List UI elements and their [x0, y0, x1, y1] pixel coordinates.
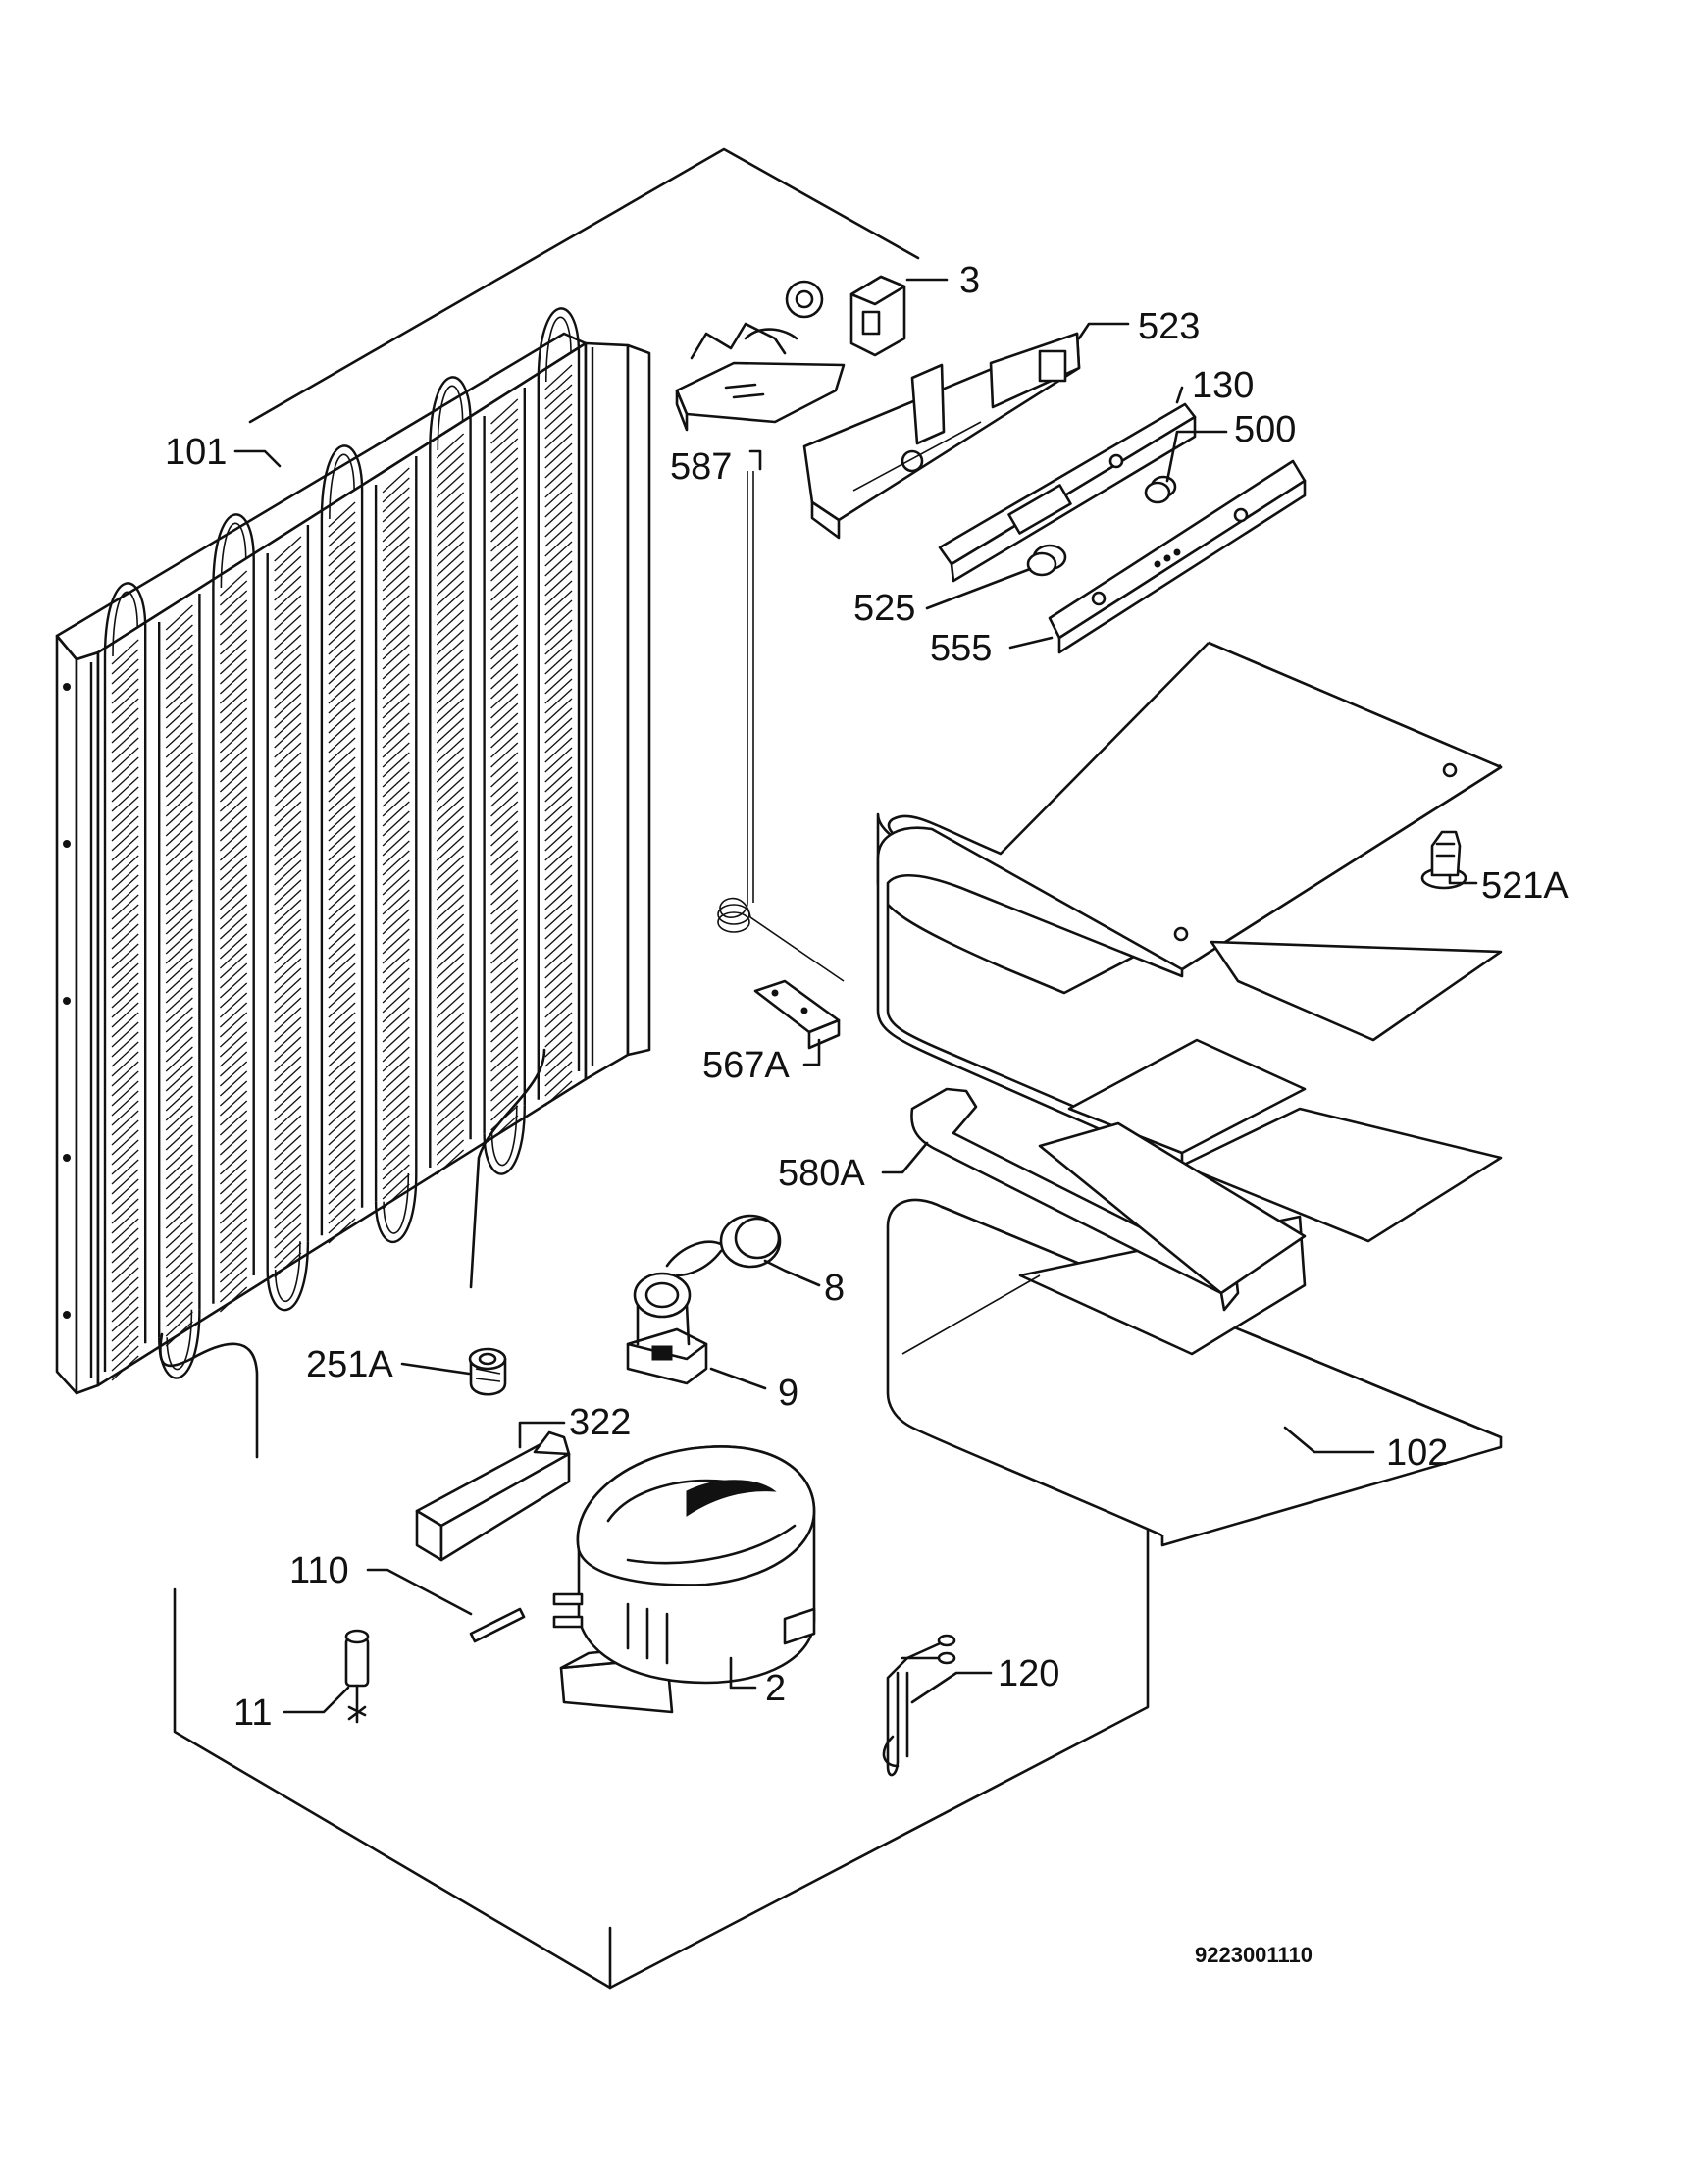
label-580a: 580A [778, 1153, 865, 1194]
clip [1420, 830, 1467, 890]
label-8: 8 [824, 1268, 845, 1309]
switch [850, 275, 906, 357]
thermostat [675, 280, 846, 432]
label-102: 102 [1386, 1432, 1448, 1474]
shelf-rail [910, 1087, 1307, 1312]
capillary-assembly [882, 1634, 956, 1777]
mounting-bracket [415, 1430, 571, 1562]
capillary-tube [719, 471, 845, 982]
label-3: 3 [959, 260, 980, 301]
label-500: 500 [1234, 409, 1296, 450]
leader-lines [233, 278, 1478, 1714]
control-panel [938, 402, 1197, 583]
label-9: 9 [778, 1373, 798, 1414]
label-110: 110 [289, 1550, 349, 1591]
capillary-coil [717, 904, 750, 933]
label-120: 120 [998, 1653, 1059, 1694]
knob [1144, 475, 1177, 504]
condenser-tubes [89, 307, 594, 1379]
part-labels: 3 523 130 500 101 587 525 555 521A 567A … [165, 260, 1569, 1967]
filter-drier [468, 1347, 507, 1396]
sensor-bracket [753, 979, 841, 1050]
lamp [1026, 544, 1067, 577]
dowel-pin [469, 1607, 526, 1643]
housing-outline [173, 147, 1150, 1990]
label-322: 322 [569, 1402, 631, 1443]
condenser [55, 332, 651, 1459]
label-587: 587 [670, 446, 732, 488]
label-130: 130 [1192, 365, 1254, 406]
label-523: 523 [1138, 306, 1200, 347]
label-101: 101 [165, 432, 227, 473]
drawing-code: 9223001110 [1195, 1943, 1313, 1967]
trim-strip [1048, 459, 1307, 654]
label-2: 2 [765, 1668, 786, 1709]
label-525: 525 [853, 588, 915, 629]
compressor [552, 1445, 816, 1714]
label-567a: 567A [702, 1045, 790, 1086]
starter-relay [665, 1214, 782, 1277]
label-251a: 251A [306, 1344, 393, 1385]
compartment-shell-upper [876, 641, 1503, 1168]
service-valve [344, 1629, 370, 1724]
overload-protector [626, 1272, 708, 1385]
control-housing [802, 332, 1081, 540]
label-11: 11 [233, 1692, 272, 1734]
label-555: 555 [930, 628, 992, 669]
label-521a: 521A [1481, 865, 1569, 907]
